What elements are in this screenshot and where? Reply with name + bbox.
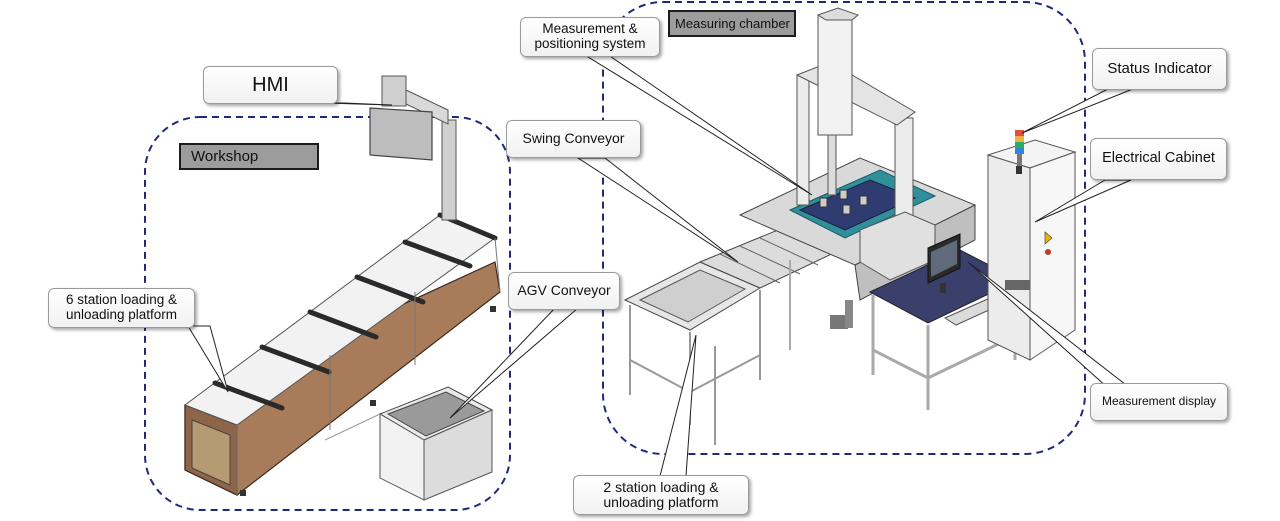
measurement-desk [868,233,1020,410]
hmi-callout: HMI [203,66,338,104]
measurement-display-callout: Measurement display [1090,383,1228,421]
measuring-chamber-zone [602,1,1086,455]
measuring-chamber-label: Measuring chamber [668,10,796,37]
callout-pointers [187,51,1134,477]
two-station-callout: 2 station loading & unloading platform [573,475,749,515]
swing-conveyor-callout: Swing Conveyor [506,120,641,158]
status-tower-light [1015,130,1024,166]
six-station-callout: 6 station loading & unloading platform [48,288,195,328]
measuring-machine [738,7,977,329]
electrical-cabinet-unit [986,130,1077,361]
status-indicator-callout: Status Indicator [1092,48,1227,90]
agv-conveyor-unit [378,386,494,501]
electrical-cabinet-callout: Electrical Cabinet [1090,138,1227,180]
workshop-label: Workshop [179,143,319,170]
two-station-platform [623,261,762,445]
hmi-terminal [369,75,457,221]
measurement-positioning-callout: Measurement & positioning system [520,17,660,57]
agv-conveyor-callout: AGV Conveyor [508,272,620,310]
six-station-platform [183,212,501,496]
